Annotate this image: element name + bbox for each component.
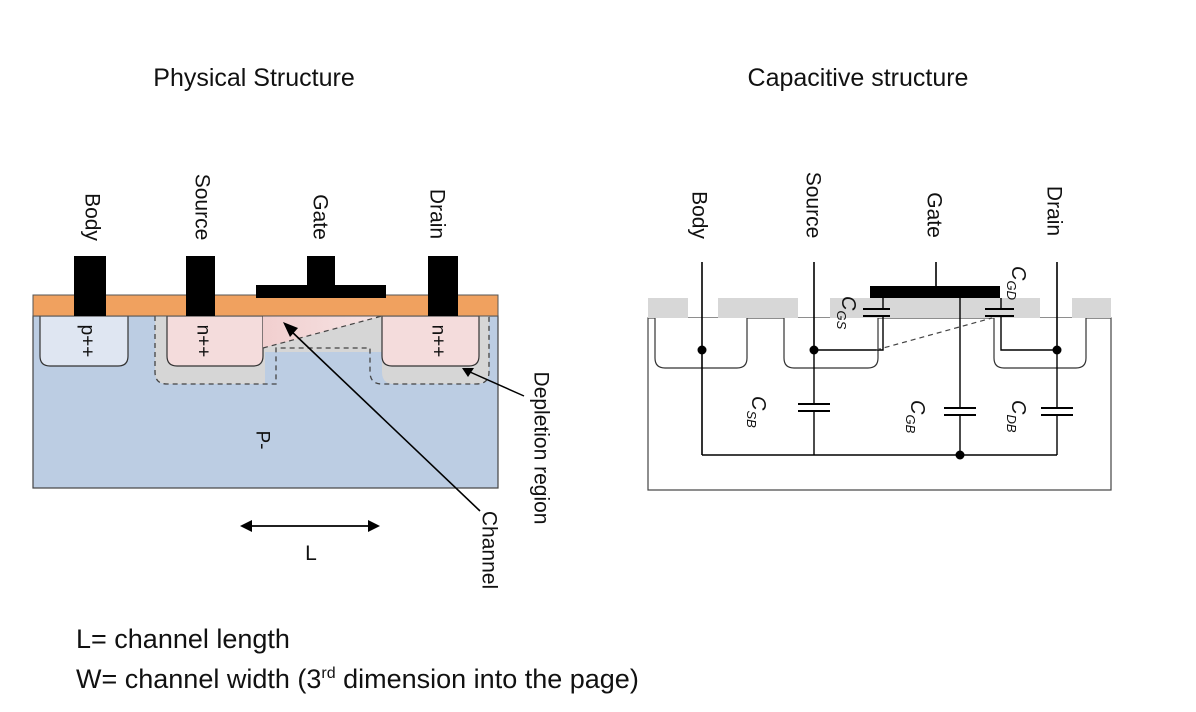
cap-source-label: Source: [802, 172, 825, 239]
cap-body-node: [697, 345, 707, 355]
n-drain-label: n++: [428, 325, 449, 358]
drain-n-region: [381, 315, 480, 367]
length-label: L: [305, 542, 317, 565]
depletion-arrowhead: [462, 368, 474, 377]
footnote-width-prefix: W= channel width (3: [76, 664, 322, 694]
cgd-label: CGD: [1004, 266, 1029, 300]
cap-oxide-2: [718, 298, 798, 318]
channel-edge: [262, 315, 383, 349]
cdb-label: CDB: [1004, 400, 1029, 433]
cdb-gap: [1049, 409, 1065, 414]
cap-body-label: Body: [688, 191, 711, 239]
depletion-label: Depletion region: [530, 372, 553, 525]
cgb-label-sub: GB: [903, 414, 918, 433]
cap-gate-bar: [870, 286, 1000, 298]
csb-gap: [806, 405, 822, 410]
body-contact: [74, 256, 106, 316]
cap-source-well: [783, 318, 879, 369]
footnote-width: W= channel width (3rd dimension into the…: [76, 664, 639, 695]
csb-label-main: C: [747, 396, 769, 411]
channel-leader: [289, 329, 481, 512]
cap-oxide-1: [648, 298, 688, 318]
length-arrow-left: [240, 520, 252, 532]
footnote-width-suffix: dimension into the page): [335, 664, 639, 694]
cgs-label: CGS: [834, 296, 859, 330]
gate-plate: [256, 285, 386, 298]
csb-label: CSB: [744, 396, 769, 428]
gate-contact: [307, 256, 335, 288]
phys-gate-label: Gate: [309, 194, 332, 240]
cap-oxide-3: [1072, 298, 1111, 318]
cap-channel-line: [875, 317, 993, 351]
source-contact: [186, 256, 215, 316]
cap-bus-node: [955, 450, 965, 460]
physical-structure: Physical Structure Body Source Gate Drai…: [32, 64, 553, 589]
phys-body-label: Body: [81, 193, 104, 241]
cgs-label-sub: GS: [834, 310, 849, 329]
drain-contact: [428, 256, 458, 316]
capacitive-title: Capacitive structure: [748, 64, 969, 92]
cap-drain-well: [993, 318, 1087, 369]
footnote-width-sup: rd: [321, 665, 336, 682]
cgb-label: CGB: [903, 400, 928, 434]
capacitive-structure: Capacitive structure: [647, 64, 1112, 491]
cgs-label-main: C: [837, 296, 859, 311]
depletion-boundary: [154, 316, 490, 385]
cgs-lead-bottom: [814, 316, 884, 351]
phys-source-label: Source: [191, 174, 214, 241]
cgb-label-main: C: [906, 400, 928, 415]
phys-drain-label: Drain: [426, 189, 449, 239]
body-p-well: [39, 315, 129, 367]
source-n-region: [166, 315, 264, 367]
depletion-leader: [469, 371, 525, 397]
cgd-lead-bottom: [1000, 316, 1057, 351]
p-well-label: p++: [77, 325, 98, 358]
physical-title: Physical Structure: [153, 64, 354, 92]
csb-label-sub: SB: [744, 410, 759, 428]
length-arrow-right: [368, 520, 380, 532]
cgd-label-main: C: [1007, 266, 1029, 281]
cgd-label-sub: GD: [1004, 280, 1019, 300]
cap-drain-label: Drain: [1043, 186, 1066, 236]
n-source-label: n++: [193, 325, 214, 358]
cdb-label-main: C: [1007, 400, 1029, 415]
substrate-label: P-: [252, 431, 273, 450]
channel-arrowhead: [283, 322, 298, 337]
cgb-gap: [952, 409, 968, 414]
cdb-label-sub: DB: [1004, 414, 1019, 432]
channel-label: Channel: [478, 511, 501, 589]
cap-body-well: [654, 318, 748, 369]
cap-gate-label: Gate: [923, 192, 946, 238]
footnote-length: L= channel length: [76, 624, 290, 654]
